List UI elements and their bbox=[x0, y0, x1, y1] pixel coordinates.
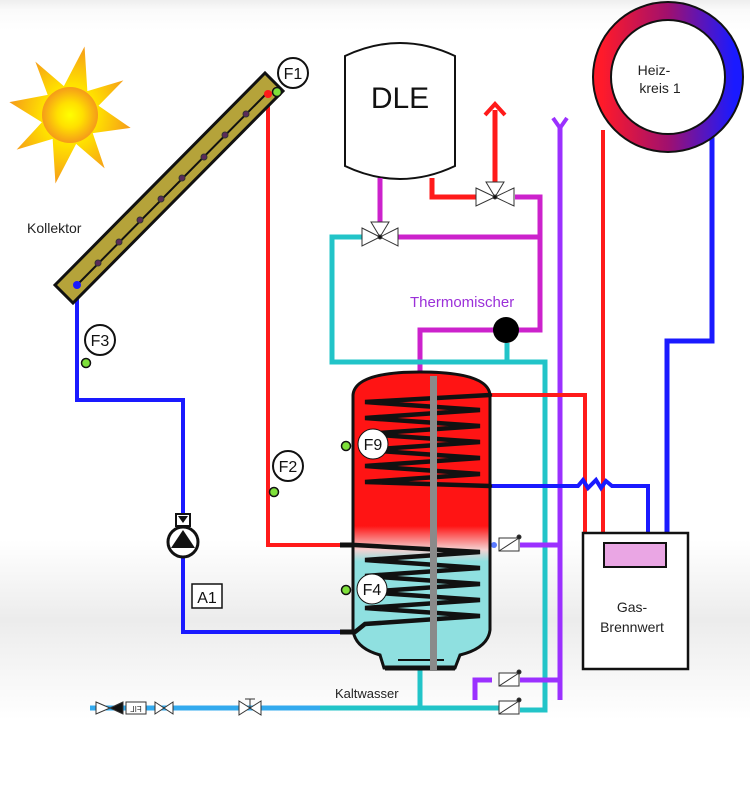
sensor-f2: F2 bbox=[268, 450, 304, 498]
gas-boiler: Gas- Brennwert bbox=[581, 531, 690, 671]
pump-label-box: A1 bbox=[191, 583, 223, 609]
heating-circuit: Heiz- kreis 1 bbox=[592, 1, 744, 153]
check-valve-circulation[interactable] bbox=[491, 534, 522, 552]
cold-water-label: Kaltwasser bbox=[335, 686, 399, 701]
upper-heat-coil bbox=[364, 392, 493, 489]
solar-return-pipe bbox=[75, 285, 358, 635]
filter-label: FIL bbox=[130, 705, 142, 714]
check-valve-bottom[interactable] bbox=[498, 669, 522, 687]
hot-water-outlet-pipe bbox=[429, 101, 507, 200]
solar-collector bbox=[52, 70, 286, 306]
cold-water-check-valve[interactable] bbox=[95, 701, 124, 715]
heating-circuit-label-2: kreis 1 bbox=[639, 80, 680, 96]
thermomixer-label: Thermomischer bbox=[410, 294, 514, 311]
drinking-water-pipes bbox=[320, 234, 548, 713]
lower-solar-coil bbox=[352, 542, 481, 635]
sensor-f9: F9 bbox=[340, 428, 389, 460]
storage-tank bbox=[351, 370, 493, 671]
sun-icon bbox=[9, 46, 131, 184]
boiler-pipes bbox=[490, 128, 715, 533]
circulation-return-pipe bbox=[472, 116, 569, 700]
filter-icon: FIL bbox=[125, 701, 147, 715]
svg-text:F3: F3 bbox=[91, 333, 110, 350]
solar-pump-icon[interactable] bbox=[166, 513, 200, 559]
sensor-f4: F4 bbox=[340, 573, 388, 605]
gate-valve[interactable] bbox=[238, 698, 262, 716]
svg-text:F2: F2 bbox=[279, 459, 298, 476]
svg-text:F9: F9 bbox=[364, 437, 383, 454]
mixing-valve-hot[interactable] bbox=[475, 181, 515, 207]
anode-rod bbox=[430, 376, 437, 670]
shutoff-valve[interactable] bbox=[154, 701, 174, 715]
check-valve-cold[interactable] bbox=[498, 697, 522, 715]
pump-label: A1 bbox=[197, 590, 217, 607]
collector-label: Kollektor bbox=[27, 220, 82, 236]
svg-text:F1: F1 bbox=[284, 66, 303, 83]
heating-circuit-label-1: Heiz- bbox=[638, 62, 671, 78]
expansion-vessel-label: DLE bbox=[371, 82, 429, 115]
expansion-vessel: DLE bbox=[344, 42, 456, 180]
sensor-f1: F1 bbox=[271, 57, 309, 98]
sensor-f3: F3 bbox=[80, 324, 116, 369]
boiler-label-1: Gas- bbox=[617, 599, 648, 615]
circulation-pipes bbox=[377, 178, 543, 372]
boiler-label-2: Brennwert bbox=[600, 619, 664, 635]
boiler-display bbox=[603, 542, 667, 568]
thermomixer-icon bbox=[493, 317, 519, 343]
svg-text:F4: F4 bbox=[363, 582, 382, 599]
mixing-valve-dle[interactable] bbox=[361, 221, 399, 247]
